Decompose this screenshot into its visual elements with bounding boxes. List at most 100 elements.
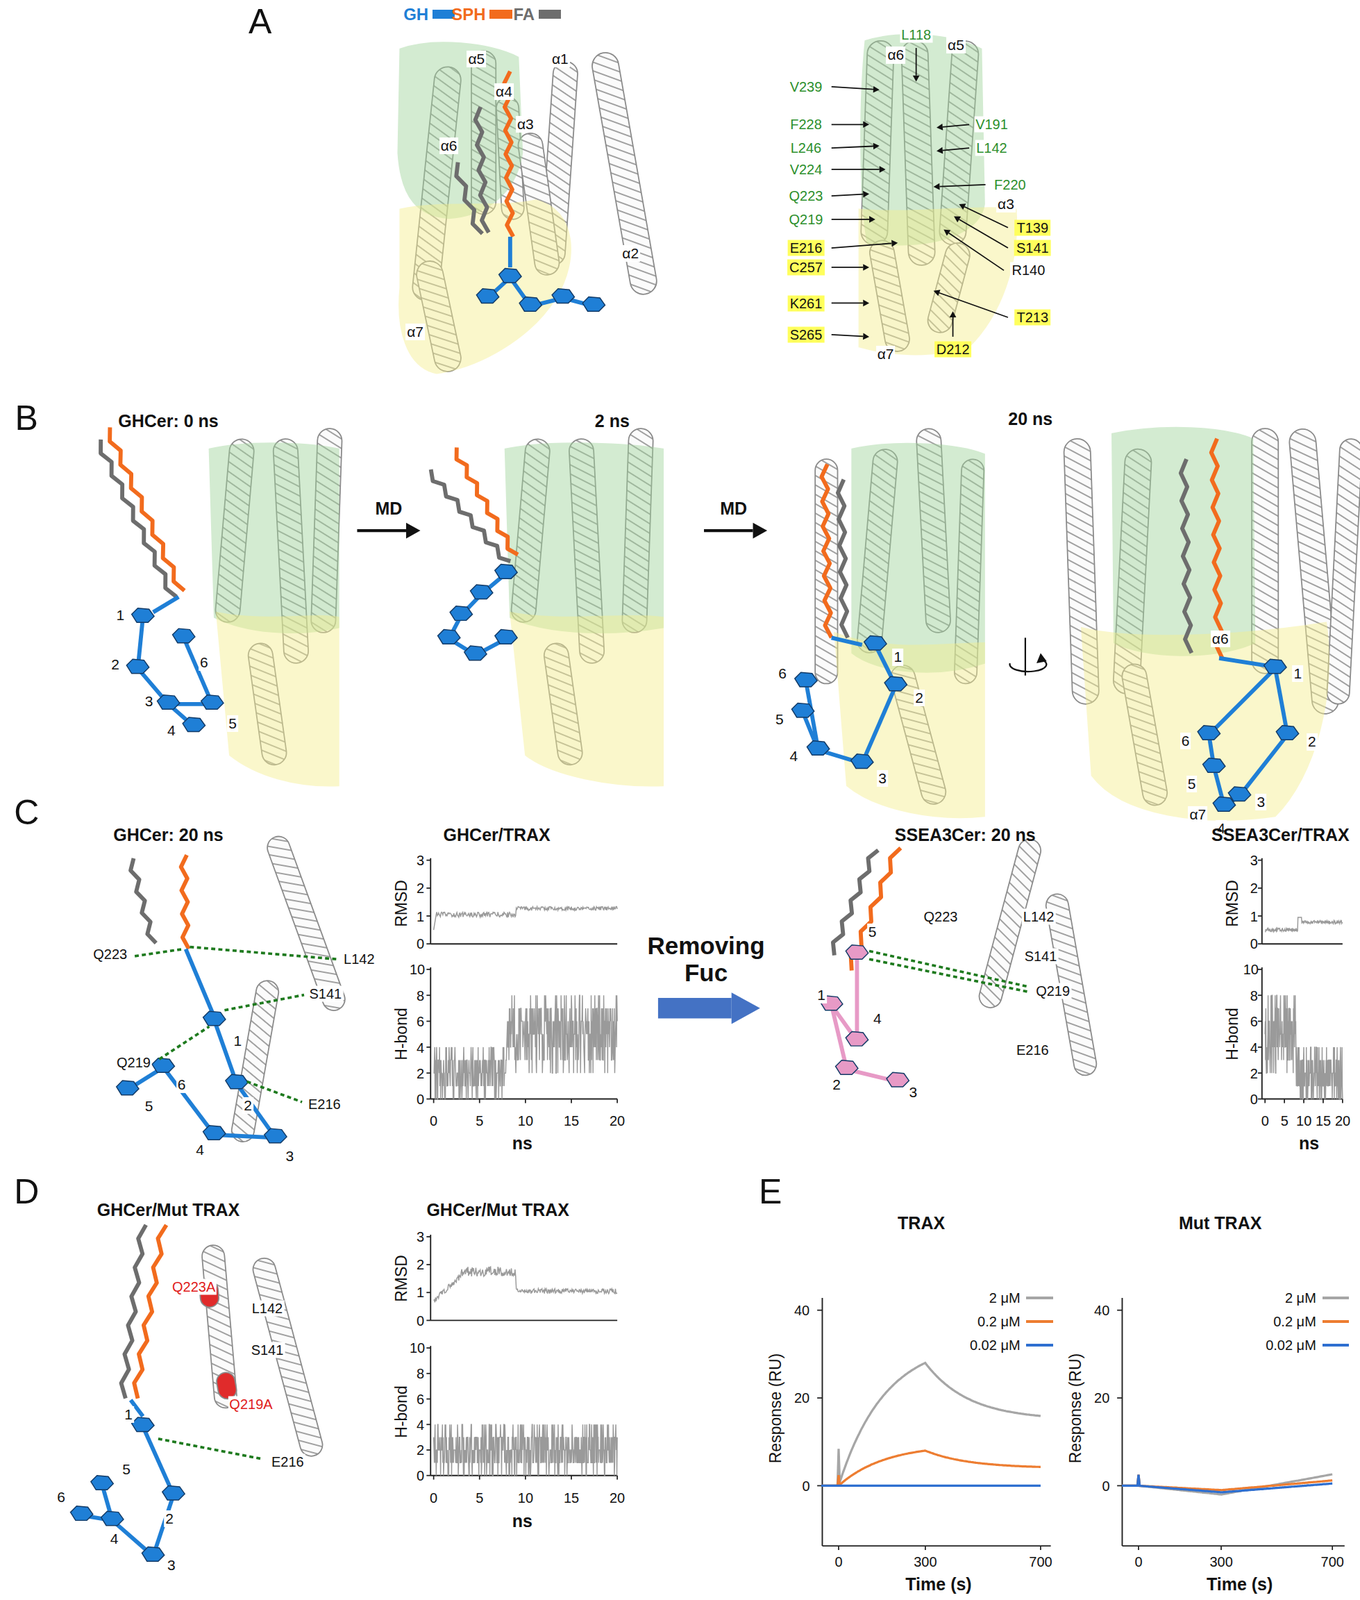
- sugar-number: 5: [143, 1097, 155, 1115]
- leader-arrow: [949, 233, 1004, 271]
- sugar-ring: [791, 702, 814, 718]
- rotate-icon: [1036, 652, 1047, 663]
- lipid-chain: [475, 106, 489, 233]
- sugar-number: 5: [227, 715, 239, 732]
- removal-arrow: [731, 992, 761, 1024]
- leader-arrow: [831, 145, 874, 148]
- sugar-ring: [1197, 725, 1220, 741]
- line: [186, 949, 213, 1013]
- tick-label: 700: [1028, 1552, 1052, 1569]
- tick-label: 700: [1321, 1552, 1345, 1569]
- sugar-number: 1: [115, 606, 127, 624]
- lipid-chain: [456, 162, 483, 234]
- panel-title: MD: [719, 498, 747, 519]
- protein-surface: [834, 632, 985, 818]
- sugar-ring: [1264, 658, 1287, 674]
- tick: [426, 914, 431, 917]
- sugar-number: 6: [55, 1488, 67, 1506]
- glycan-bond: [1239, 734, 1288, 796]
- tick: [1264, 1098, 1266, 1104]
- tick-label: 0: [429, 1489, 438, 1506]
- tick-label: 2: [416, 1255, 425, 1272]
- sensorgram: [821, 1450, 1041, 1486]
- residue-label: L142: [342, 951, 377, 968]
- tick-label: 2: [1250, 1065, 1258, 1082]
- tick: [1257, 1098, 1263, 1100]
- lipid-chain: [833, 849, 879, 955]
- tick: [426, 1398, 431, 1400]
- tick-label: 20: [609, 1489, 625, 1506]
- leader-arrow: [959, 219, 1009, 248]
- tick: [924, 1545, 927, 1550]
- legend-text: 0.02 μM: [1265, 1337, 1317, 1354]
- residue-label: Q219: [115, 1053, 153, 1070]
- panel-title: GHCer: 20 ns: [113, 824, 223, 845]
- sugar-ring: [162, 1484, 185, 1500]
- sugar-ring: [264, 1128, 287, 1143]
- axis-line: [429, 967, 432, 1099]
- sugar-ring: [470, 584, 493, 600]
- sugar-number: 3: [165, 1556, 178, 1574]
- tick: [570, 1098, 573, 1104]
- sugar-number: 2: [830, 1076, 843, 1093]
- leader-arrow: [831, 86, 874, 90]
- glycan-bond: [1208, 667, 1276, 735]
- helix-ribbon: [815, 458, 838, 684]
- tick-label: 8: [416, 987, 425, 1004]
- leader-arrow: [862, 263, 870, 271]
- sugar-number: 5: [774, 710, 786, 728]
- leader-arrow: [958, 203, 966, 210]
- panel-letter: A: [248, 2, 272, 44]
- residue-label: S265: [787, 326, 825, 343]
- tick-label: 3: [416, 851, 425, 868]
- residue-label: Q223: [91, 946, 129, 963]
- data-trace: [433, 905, 618, 930]
- line: [153, 597, 180, 613]
- axis-title: H-bond: [1223, 1007, 1242, 1060]
- sugar-number: 4: [165, 722, 178, 739]
- tick-label: 4: [416, 1416, 425, 1433]
- leader-arrow: [862, 120, 870, 128]
- glycan-bond: [862, 685, 896, 763]
- glycan-bond: [143, 1425, 174, 1494]
- tick-label: 0: [1250, 935, 1258, 952]
- glycan-bond: [854, 953, 859, 1041]
- tick-label: 300: [1209, 1552, 1233, 1569]
- tick: [433, 1098, 435, 1104]
- axis-line: [1262, 942, 1343, 945]
- tick-label: 8: [1250, 987, 1258, 1004]
- residue-label: Q223: [787, 188, 825, 205]
- helix-label: α6: [1210, 630, 1231, 648]
- tick-label: 15: [1315, 1112, 1331, 1129]
- tick: [1257, 887, 1263, 889]
- axis-line: [1121, 1297, 1124, 1546]
- sugar-number: 1: [122, 1405, 134, 1423]
- sugar-number: 6: [1180, 732, 1192, 750]
- protein-surface: [505, 442, 664, 633]
- tick: [426, 1291, 431, 1293]
- data-trace: [433, 1266, 618, 1302]
- tick-label: 10: [1296, 1112, 1312, 1129]
- tick: [570, 1475, 573, 1480]
- panel-title: Time (s): [1206, 1573, 1273, 1594]
- tick: [426, 1235, 431, 1238]
- sugar-ring: [203, 1010, 226, 1026]
- tick-label: 5: [1280, 1112, 1289, 1129]
- leader-arrow: [873, 143, 880, 150]
- tick-label: 0: [416, 1090, 425, 1107]
- residue-label: L142: [1021, 908, 1056, 925]
- tick-label: 6: [416, 1390, 425, 1407]
- sugar-number: 3: [876, 769, 888, 787]
- leader-arrow: [862, 333, 870, 341]
- lipid-chain: [121, 1224, 147, 1399]
- tick: [426, 1474, 431, 1476]
- sugar-number: 2: [163, 1509, 175, 1527]
- leader-arrow: [879, 165, 886, 173]
- tick-label: 10: [409, 961, 425, 978]
- glycan-bond: [183, 637, 213, 704]
- tick: [426, 968, 431, 970]
- residue-label: L142: [974, 140, 1009, 157]
- protein-surface: [216, 612, 339, 786]
- axis-title: H-bond: [391, 1007, 410, 1060]
